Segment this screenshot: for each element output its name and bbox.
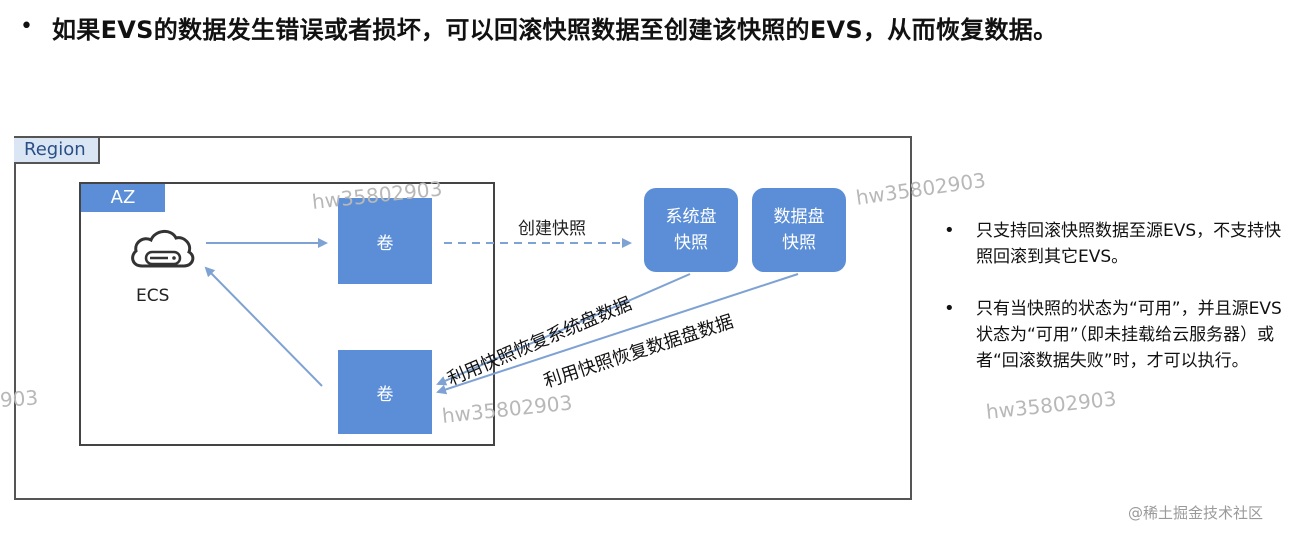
watermark: 903: [0, 385, 39, 412]
create-snapshot-label: 创建快照: [518, 219, 586, 239]
data-disk-snapshot-line2: 快照: [782, 233, 816, 253]
headline-bullet: •: [20, 14, 33, 39]
az-label: AZ: [81, 184, 165, 212]
region-frame: [14, 136, 912, 500]
volume-to-ecs-arrow: [204, 266, 323, 387]
system-disk-snapshot-line1: 系统盘: [665, 207, 717, 227]
headline-text: 如果EVS的数据发生错误或者损坏，可以回滚快照数据至创建该快照的EVS，从而恢复…: [52, 16, 1058, 44]
volume-bottom: 卷: [338, 350, 432, 434]
volume-top: 卷: [338, 198, 432, 284]
cloud-server-icon: [126, 222, 198, 284]
note-bullet: •: [944, 298, 955, 319]
restore-data-arrow: [436, 273, 799, 395]
note-text: 只有当快照的状态为“可用”，并且源EVS状态为“可用”（即未挂载给云服务器）或者…: [976, 299, 1282, 371]
data-disk-snapshot-line1: 数据盘: [773, 207, 825, 227]
system-disk-snapshot-line2: 快照: [674, 233, 708, 253]
restore-system-arrow: [436, 273, 691, 386]
data-disk-snapshot: 数据盘 快照: [752, 188, 846, 272]
note-text: 只支持回滚快照数据至源EVS，不支持快照回滚到其它EVS。: [976, 221, 1282, 267]
system-disk-snapshot: 系统盘 快照: [644, 188, 738, 272]
az-frame: [79, 182, 495, 446]
note-bullet: •: [944, 220, 955, 241]
footer-credit: @稀土掘金技术社区: [1128, 504, 1264, 522]
ecs-label: ECS: [136, 286, 170, 306]
notes-list: • 只支持回滚快照数据至源EVS，不支持快照回滚到其它EVS。 • 只有当快照的…: [944, 218, 1284, 400]
note-item: • 只支持回滚快照数据至源EVS，不支持快照回滚到其它EVS。: [944, 218, 1284, 270]
region-label: Region: [14, 138, 100, 164]
note-item: • 只有当快照的状态为“可用”，并且源EVS状态为“可用”（即未挂载给云服务器）…: [944, 296, 1284, 374]
